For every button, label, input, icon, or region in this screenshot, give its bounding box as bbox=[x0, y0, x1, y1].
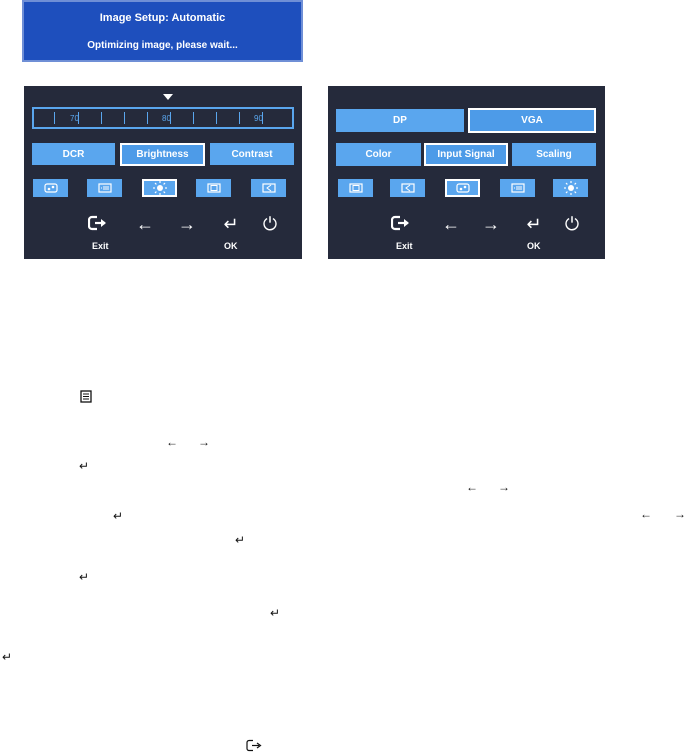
slider-tick bbox=[78, 112, 79, 124]
banner-title: Image Setup: Automatic bbox=[99, 12, 226, 24]
ok-label: OK bbox=[527, 241, 541, 251]
exit-icon bbox=[246, 739, 262, 754]
option-dp[interactable]: DP bbox=[336, 109, 464, 132]
enter-icon: ↵ bbox=[2, 650, 13, 664]
brightness-osd-panel: 70 80 90 DCR Brightness Contrast ← → ↵ ⏻… bbox=[24, 86, 302, 259]
slider-tick bbox=[54, 112, 55, 124]
arrow-left-icon[interactable]: ← bbox=[136, 214, 154, 234]
input-signal-osd-panel: DP VGA Color Input Signal Scaling ← → ↵ … bbox=[328, 86, 605, 259]
slider-tick bbox=[170, 112, 171, 124]
arrow-left-icon: ← bbox=[166, 435, 178, 449]
arrow-left-icon[interactable]: ← bbox=[442, 214, 460, 234]
enter-icon: ↵ bbox=[113, 509, 124, 523]
enter-icon[interactable]: ↵ bbox=[526, 214, 542, 234]
power-icon[interactable]: ⏻ bbox=[564, 214, 580, 234]
exit-label: Exit bbox=[92, 241, 109, 251]
arrow-right-icon[interactable]: → bbox=[482, 214, 500, 234]
arrow-right-icon: → bbox=[674, 507, 686, 521]
arrow-right-icon: → bbox=[198, 435, 210, 449]
screen-position-icon[interactable] bbox=[196, 179, 231, 197]
slider-tick bbox=[239, 112, 240, 124]
screen-setup-icon[interactable] bbox=[390, 179, 425, 197]
arrow-left-icon: ← bbox=[640, 507, 652, 521]
menu-list-icon[interactable] bbox=[87, 179, 122, 197]
exit-label: Exit bbox=[396, 241, 413, 251]
banner-message: Optimizing image, please wait... bbox=[87, 40, 238, 51]
power-icon[interactable]: ⏻ bbox=[262, 214, 278, 234]
enter-icon: ↵ bbox=[79, 459, 90, 473]
enter-icon: ↵ bbox=[270, 606, 281, 620]
brightness-sun-icon[interactable] bbox=[553, 179, 588, 197]
enter-icon[interactable]: ↵ bbox=[223, 214, 239, 234]
arrow-right-icon[interactable]: → bbox=[178, 214, 196, 234]
image-settings-icon[interactable] bbox=[33, 179, 68, 197]
menu-icon bbox=[80, 390, 92, 405]
slider-tick bbox=[216, 112, 217, 124]
slider-tick bbox=[193, 112, 194, 124]
brightness-slider[interactable]: 70 80 90 bbox=[32, 107, 294, 129]
slider-tick bbox=[124, 112, 125, 124]
option-vga[interactable]: VGA bbox=[468, 108, 596, 133]
arrow-left-icon: ← bbox=[466, 480, 478, 494]
menu-list-icon[interactable] bbox=[500, 179, 535, 197]
image-settings-icon[interactable] bbox=[445, 179, 480, 197]
image-setup-banner: Image Setup: Automatic Optimizing image,… bbox=[22, 0, 303, 62]
screen-position-icon[interactable] bbox=[338, 179, 373, 197]
tab-scaling[interactable]: Scaling bbox=[512, 143, 596, 166]
slider-tick-label: 90 bbox=[254, 114, 263, 123]
slider-tick-label: 80 bbox=[162, 114, 171, 123]
enter-icon: ↵ bbox=[235, 533, 246, 547]
exit-icon[interactable] bbox=[87, 215, 109, 234]
slider-pointer-icon bbox=[163, 94, 173, 100]
slider-tick bbox=[262, 112, 263, 124]
slider-tick bbox=[101, 112, 102, 124]
brightness-sun-icon[interactable] bbox=[142, 179, 177, 197]
enter-icon: ↵ bbox=[79, 570, 90, 584]
tab-contrast[interactable]: Contrast bbox=[210, 143, 294, 165]
exit-icon[interactable] bbox=[390, 215, 412, 234]
tab-input-signal[interactable]: Input Signal bbox=[424, 143, 508, 166]
slider-tick bbox=[147, 112, 148, 124]
arrow-right-icon: → bbox=[498, 480, 510, 494]
screen-setup-icon[interactable] bbox=[251, 179, 286, 197]
tab-brightness[interactable]: Brightness bbox=[120, 143, 205, 166]
tab-color[interactable]: Color bbox=[336, 143, 421, 166]
slider-tick-label: 70 bbox=[70, 114, 79, 123]
ok-label: OK bbox=[224, 241, 238, 251]
tab-dcr[interactable]: DCR bbox=[32, 143, 115, 165]
